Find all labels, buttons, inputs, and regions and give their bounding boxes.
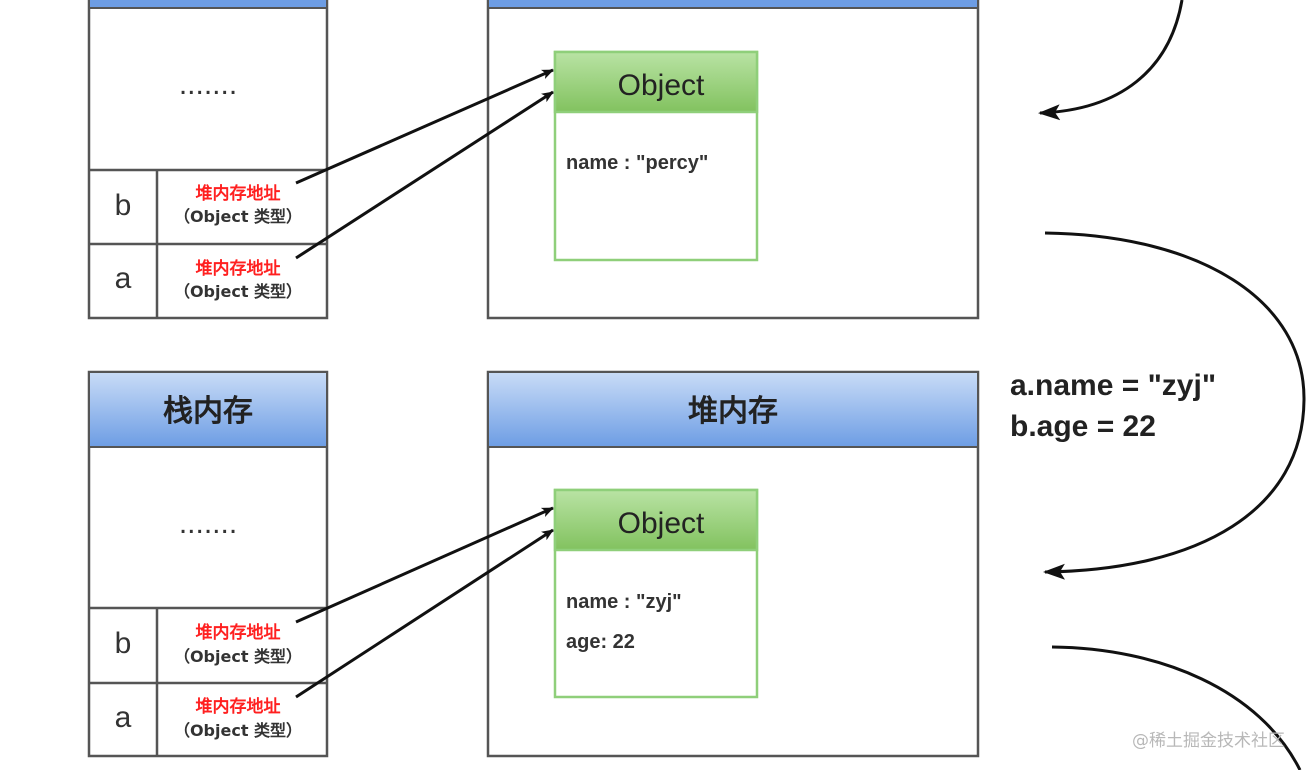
stack-header xyxy=(88,371,328,448)
var-a: a xyxy=(115,701,132,734)
top-heap-panel: Object name : "percy" xyxy=(486,0,980,320)
top-heap-header xyxy=(487,0,979,9)
stack-title: 栈内存 xyxy=(163,394,253,429)
heap-address: 堆内存地址 xyxy=(196,696,281,717)
object-prop: age: 22 xyxy=(566,631,635,653)
transition-arrow xyxy=(1043,231,1306,580)
object-title: Object xyxy=(618,507,705,540)
object-type: （Object 类型） xyxy=(174,282,302,301)
heap-address: 堆内存地址 xyxy=(196,258,281,279)
transition-arrow xyxy=(1038,0,1184,121)
pointer-arrow xyxy=(295,528,554,699)
pointer-arrow xyxy=(295,90,554,260)
stack-dots: ....... xyxy=(179,68,237,101)
heap-header xyxy=(487,371,979,448)
watermark: @稀土掘金技术社区 xyxy=(1132,731,1285,751)
transition-arrow xyxy=(1051,645,1302,770)
object-type: （Object 类型） xyxy=(174,207,302,226)
object-prop: name : "zyj" xyxy=(566,591,682,613)
var-b: b xyxy=(115,189,132,222)
pointer-arrow xyxy=(295,68,554,185)
object-title: Object xyxy=(618,69,705,102)
object-prop: name : "percy" xyxy=(566,152,708,174)
heap-title: 堆内存 xyxy=(688,394,778,429)
object-type: （Object 类型） xyxy=(174,647,302,666)
var-a: a xyxy=(115,262,132,295)
bottom-stack-panel: 栈内存 ....... b 堆内存地址 （Object 类型） a 堆内存地址 … xyxy=(87,370,329,758)
bottom-heap-panel: 堆内存 Object name : "zyj" age: 22 xyxy=(486,370,980,758)
object-type: （Object 类型） xyxy=(174,721,302,740)
top-stack-panel: ....... b 堆内存地址 （Object 类型） a 堆内存地址 （Obj… xyxy=(87,0,329,320)
heap-address: 堆内存地址 xyxy=(196,183,281,204)
code-line: a.name = "zyj" xyxy=(1010,369,1216,402)
top-stack-header xyxy=(88,0,328,9)
var-b: b xyxy=(115,627,132,660)
stack-dots: ....... xyxy=(179,507,237,540)
code-line: b.age = 22 xyxy=(1010,410,1156,443)
pointer-arrow xyxy=(295,506,554,624)
heap-address: 堆内存地址 xyxy=(196,622,281,643)
